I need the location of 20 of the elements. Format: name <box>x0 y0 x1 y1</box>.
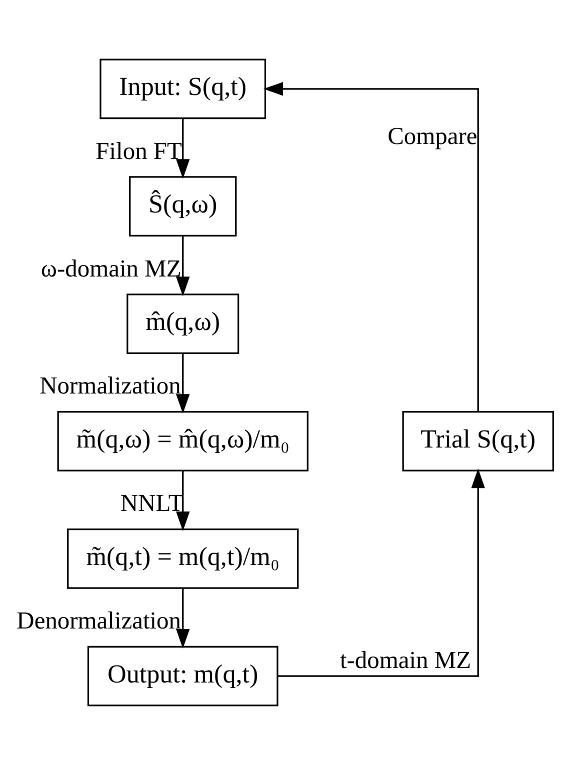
edge-label: Filon FT <box>96 138 182 165</box>
edge-label: Normalization <box>40 372 181 400</box>
edge-label: ω-domain MZ <box>40 255 182 282</box>
arrow <box>176 118 190 179</box>
arrow <box>176 236 190 296</box>
node-box: Ŝ(q,ω) <box>129 176 237 236</box>
edge-label: Denormalization <box>16 608 182 635</box>
arrow <box>176 353 190 414</box>
edge-label: Compare <box>388 123 478 150</box>
node-box: Trial S(q,t) <box>402 411 554 472</box>
node-box: m̃(q,ω) = m̂(q,ω)/m₀ <box>57 411 308 472</box>
node-box: m̃(q,t) = m(q,t)/m₀ <box>67 528 299 589</box>
arrow <box>278 468 485 677</box>
arrow <box>263 82 479 412</box>
edge-label: t-domain MZ <box>340 646 472 674</box>
node-box: m̂(q,ω) <box>126 294 240 354</box>
arrow <box>176 470 190 532</box>
arrow <box>176 588 190 649</box>
node-box: Input: S(q,t) <box>100 58 266 120</box>
node-box: Output: m(q,t) <box>87 646 278 706</box>
